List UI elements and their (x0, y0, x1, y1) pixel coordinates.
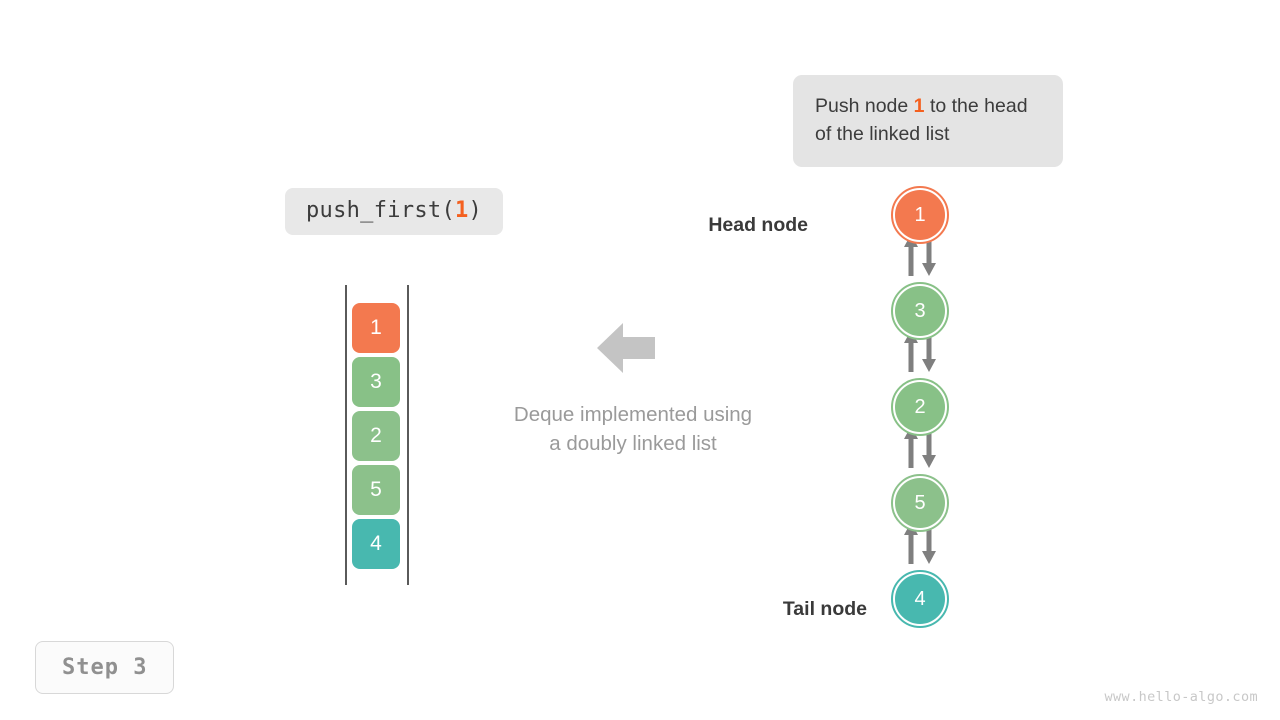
array-cell-value: 3 (370, 370, 382, 393)
list-node: 3 (891, 282, 949, 340)
array-cell: 1 (352, 303, 400, 353)
arrow-left-icon (597, 323, 655, 373)
list-node-value: 2 (914, 395, 926, 418)
list-node: 2 (891, 378, 949, 436)
list-node-value: 5 (914, 491, 926, 514)
caption-line-1: Deque implemented using (513, 403, 753, 426)
code-chip-prefix: push_first( (306, 198, 455, 223)
list-node: 4 (891, 570, 949, 628)
array-cell: 3 (352, 357, 400, 407)
list-node-value: 3 (914, 299, 926, 322)
array-cell-value: 5 (370, 478, 382, 501)
step-badge: Step 3 (35, 641, 175, 694)
list-node: 5 (891, 474, 949, 532)
tail-node-label: Tail node (782, 598, 867, 620)
array-rail-right (407, 285, 409, 585)
deque-array-column: 1 3 2 5 4 (345, 285, 409, 585)
list-node-value: 4 (914, 587, 926, 610)
caption-line-2: a doubly linked list (549, 432, 717, 455)
array-cell-value: 4 (370, 532, 382, 555)
array-cell-list: 1 3 2 5 4 (352, 303, 400, 569)
callout-prefix-text: Push node (815, 95, 914, 117)
diagram-caption: Deque implemented using a doubly linked … (453, 400, 813, 458)
array-cell: 5 (352, 465, 400, 515)
site-watermark: www.hello-algo.com (1104, 689, 1258, 705)
array-rail-left (345, 285, 347, 585)
callout-suffix-text: to the head of the linked list (815, 95, 1028, 145)
operation-code-chip: push_first(1) (285, 188, 504, 235)
callout-node-value: 1 (913, 95, 925, 117)
doubly-linked-list: 1 3 2 5 4 (880, 186, 960, 646)
list-node-value: 1 (914, 203, 926, 226)
head-node-label: Head node (708, 214, 808, 236)
array-cell-value: 1 (370, 316, 382, 339)
array-cell: 4 (352, 519, 400, 569)
array-cell: 2 (352, 411, 400, 461)
array-cell-value: 2 (370, 424, 382, 447)
code-chip-suffix: ) (468, 198, 483, 223)
push-callout-bubble: Push node 1 to the head of the linked li… (793, 75, 1063, 167)
code-chip-argument: 1 (455, 198, 469, 223)
list-node: 1 (891, 186, 949, 244)
